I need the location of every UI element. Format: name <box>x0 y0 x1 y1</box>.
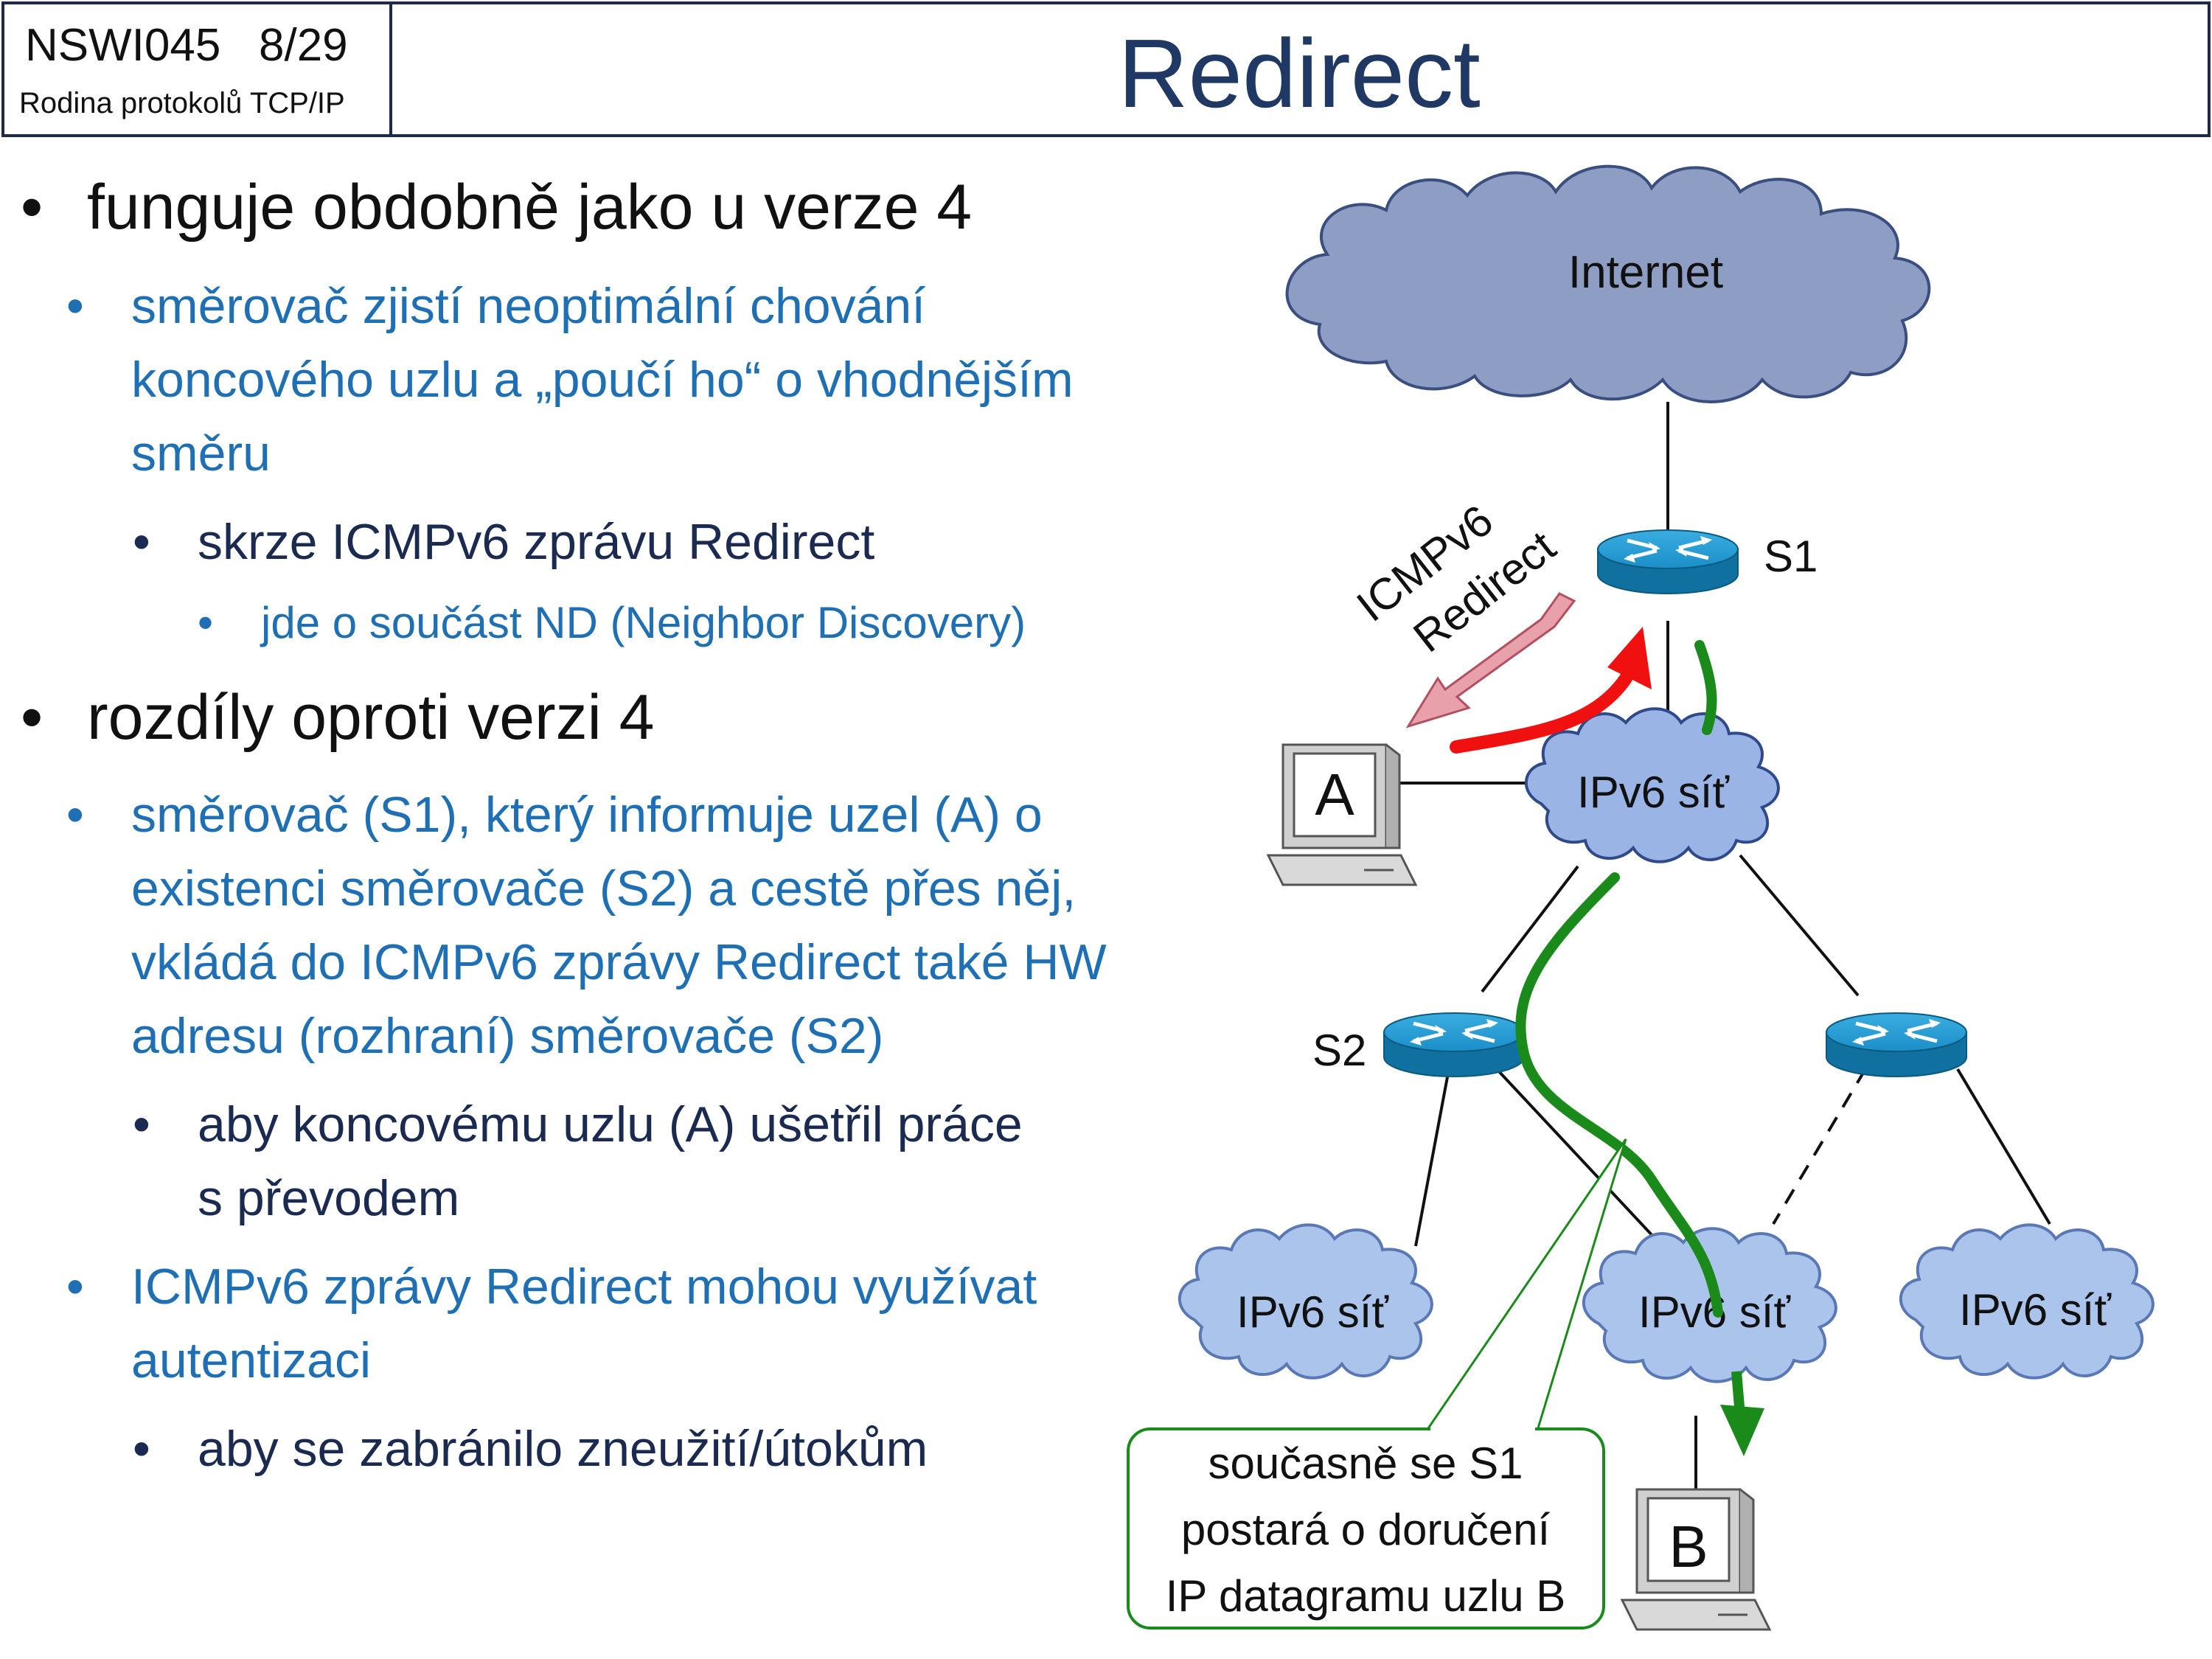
note-line-2: postará o doručení <box>1181 1505 1551 1554</box>
router-s1-icon <box>1598 530 1738 594</box>
bullet-dot: • <box>198 598 214 647</box>
router-icon <box>1826 1013 1966 1077</box>
bullet-item-continuation: s převodem <box>198 1170 460 1226</box>
bullet-dot: • <box>66 278 84 334</box>
net-cloud-middle <box>1582 1227 1837 1383</box>
net-label-left: IPv6 síť <box>1237 1287 1388 1337</box>
green-path-segment <box>1694 640 1717 735</box>
course-info-box: NSWI045 8/29 Rodina protokolů TCP/IP <box>1 1 392 137</box>
router-s2-icon <box>1384 1013 1524 1077</box>
bullet-dot: • <box>133 514 150 570</box>
bullet-item-continuation: autentizaci <box>131 1332 372 1388</box>
internet-cloud <box>1285 164 1931 403</box>
bullet-item: skrze ICMPv6 zprávu Redirect <box>198 514 875 570</box>
net-label-right: IPv6 síť <box>1959 1285 2111 1335</box>
bullet-item-continuation: směru <box>131 425 271 481</box>
bullet-dot: • <box>21 172 44 243</box>
bullet-item: směrovač zjistí neoptimální chování <box>131 278 926 334</box>
host-b-label: B <box>1669 1514 1708 1579</box>
bullet-item-continuation: existenci směrovače (S2) a cestě přes ně… <box>131 860 1077 917</box>
bullet-dot: • <box>21 682 44 753</box>
note-line-3: IP datagramu uzlu B <box>1166 1571 1566 1621</box>
title-box: Redirect <box>391 1 2211 137</box>
green-path <box>1515 872 1723 1318</box>
host-a-label: A <box>1315 762 1354 827</box>
note-box <box>1127 1427 1605 1630</box>
redirect-arrow <box>1405 592 1576 728</box>
router-s2-label: S2 <box>1312 1026 1366 1075</box>
dashed-link <box>1772 1068 1867 1225</box>
bullet-dot: • <box>66 787 84 843</box>
bullet-item: aby koncovému uzlu (A) ušetřil práce <box>198 1096 1023 1152</box>
net-cloud-left <box>1178 1223 1433 1380</box>
course-name: Rodina protokolů TCP/IP <box>19 87 345 119</box>
bullet-item: funguje obdobně jako u verze 4 <box>87 172 973 243</box>
note-line-1: současně se S1 <box>1208 1439 1523 1488</box>
green-arrow-head <box>1720 1405 1764 1456</box>
bullet-item: ICMPv6 zprávy Redirect mohou využívat <box>131 1259 1037 1315</box>
page-title: Redirect <box>1118 19 1481 128</box>
router-s1-label: S1 <box>1764 532 1818 581</box>
bullet-item-continuation: adresu (rozhraní) směrovače (S2) <box>131 1008 884 1064</box>
red-arrow-head <box>1607 627 1652 689</box>
bullet-item-continuation: koncového uzlu a „poučí ho“ o vhodnějším <box>131 352 1074 408</box>
bullet-item: jde o součást ND (Neighbor Discovery) <box>261 598 1026 647</box>
bullet-item: aby se zabránilo zneužití/útokům <box>198 1421 928 1477</box>
central-net-label: IPv6 síť <box>1577 768 1729 817</box>
central-net-cloud <box>1525 707 1780 863</box>
bullet-dot: • <box>66 1259 84 1315</box>
bullet-item-continuation: vkládá do ICMPv6 zprávy Redirect také HW <box>131 934 1107 990</box>
bullet-dot: • <box>133 1096 150 1152</box>
net-cloud-right <box>1899 1223 2154 1380</box>
bullet-item: rozdíly oproti verzi 4 <box>87 682 655 753</box>
redirect-label: ICMPv6 Redirect <box>1348 495 1565 662</box>
network-links <box>1394 402 2051 1497</box>
bullet-dot: • <box>133 1421 150 1477</box>
course-code: NSWI045 8/29 <box>25 20 348 71</box>
slide-header: NSWI045 8/29 Rodina protokolů TCP/IP Red… <box>0 0 2212 139</box>
internet-label: Internet <box>1568 247 1723 298</box>
bullet-item: směrovač (S1), který informuje uzel (A) … <box>131 787 1043 843</box>
red-arrow-shaft <box>1450 672 1632 754</box>
